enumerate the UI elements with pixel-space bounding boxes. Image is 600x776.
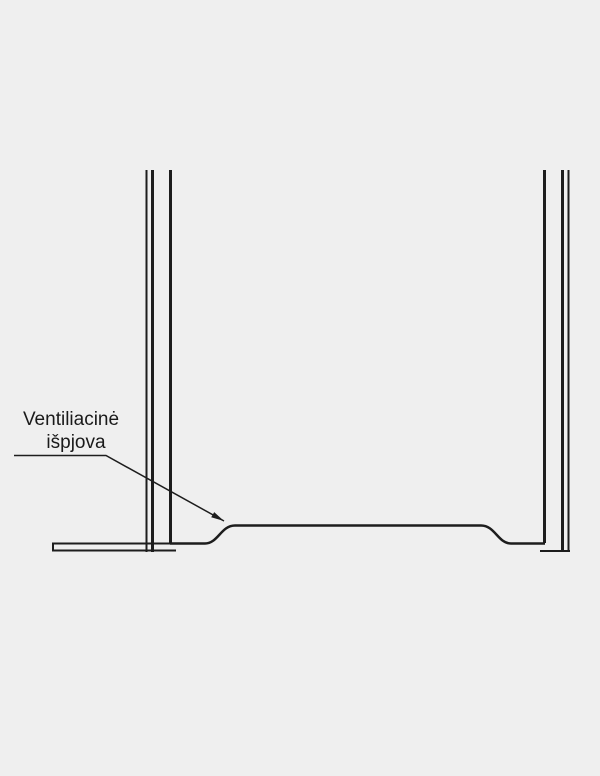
label-line2: išpjova (46, 432, 106, 453)
left-vertical-profile (145, 170, 172, 552)
label-line1: Ventiliacinė (23, 409, 119, 430)
annotation-label: Ventiliacinė išpjova (23, 409, 119, 453)
arrowhead-icon (211, 512, 224, 521)
annotation-leader (14, 454, 225, 522)
leader-line (14, 454, 225, 522)
bottom-left-sill (52, 542, 176, 552)
ventilation-notch-profile (170, 524, 545, 545)
right-vertical-profile (540, 170, 570, 552)
